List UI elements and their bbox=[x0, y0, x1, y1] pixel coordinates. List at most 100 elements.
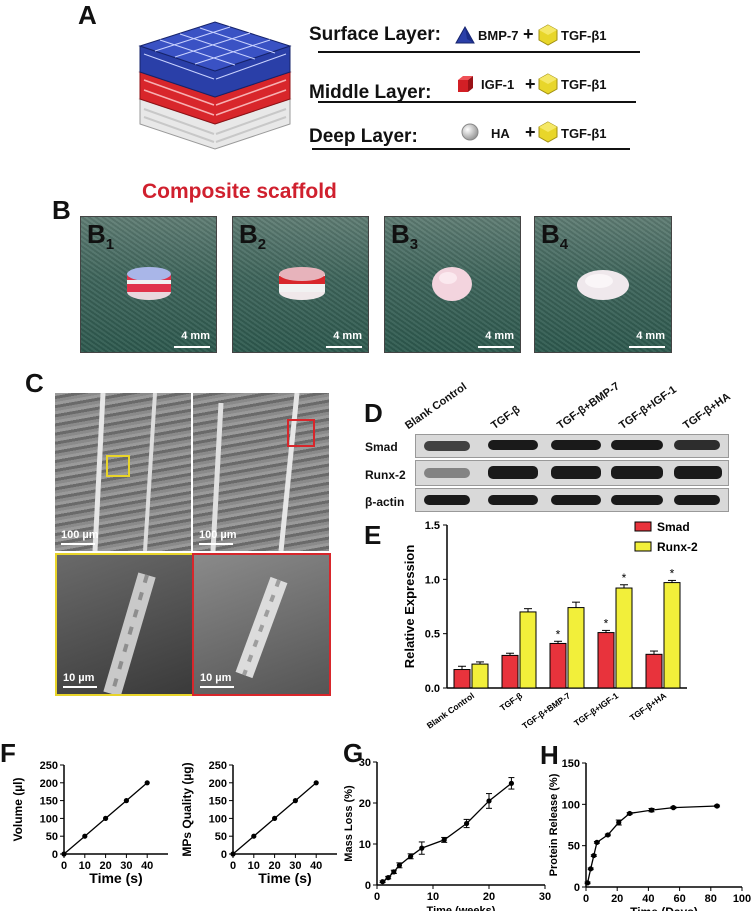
scaffold-sample bbox=[432, 267, 472, 301]
data-point bbox=[441, 837, 447, 843]
x-tick-label: 20 bbox=[268, 860, 280, 872]
x-tick-label: 30 bbox=[289, 860, 301, 872]
data-point bbox=[584, 880, 591, 886]
deep-item-2: TGF-β1 bbox=[561, 126, 607, 141]
blot-bactin bbox=[415, 488, 729, 512]
photo-b3: B3 4 mm bbox=[384, 216, 521, 353]
x-tick-label: 0 bbox=[230, 860, 236, 872]
x-axis-label: Time (weeks) bbox=[427, 905, 496, 911]
x-tick-label: 10 bbox=[79, 860, 91, 872]
photo-label: B3 bbox=[391, 219, 419, 254]
middle-layer-label: Middle Layer: bbox=[309, 82, 432, 103]
data-point bbox=[313, 780, 319, 786]
lane-label-blank: Blank Control bbox=[403, 380, 470, 432]
panel-label-g: G bbox=[343, 738, 364, 768]
y-tick-label: 0.5 bbox=[425, 629, 440, 641]
data-point bbox=[391, 869, 397, 875]
lane-label-igf1: TGF-β+IGF-1 bbox=[617, 383, 679, 432]
x-tick-label: 40 bbox=[642, 893, 654, 905]
scaffold-diagram bbox=[138, 21, 292, 150]
scale-bar bbox=[61, 543, 95, 545]
data-point bbox=[103, 815, 109, 821]
x-tick-label: 30 bbox=[539, 891, 551, 903]
x-tick-label: 40 bbox=[141, 860, 153, 872]
category-label: TGF-β bbox=[498, 690, 524, 713]
x-tick-label: 10 bbox=[427, 891, 439, 903]
y-tick-label: 30 bbox=[359, 757, 371, 769]
x-tick-label: 40 bbox=[310, 860, 322, 872]
row-label-runx2: Runx-2 bbox=[365, 468, 406, 482]
scale-bar bbox=[174, 346, 210, 348]
significance-mark: * bbox=[670, 566, 675, 580]
sem-zoom-2: 10 µm bbox=[192, 553, 331, 696]
x-axis-label: Time (s) bbox=[258, 870, 311, 886]
y-tick-label: 200 bbox=[209, 778, 227, 790]
panel-label-c: C bbox=[25, 368, 44, 398]
scale-bar bbox=[629, 346, 665, 348]
data-point bbox=[61, 851, 67, 857]
y-tick-label: 250 bbox=[209, 760, 227, 772]
y-tick-label: 100 bbox=[40, 813, 58, 825]
data-point bbox=[419, 845, 425, 851]
photo-b1: B1 4 mm bbox=[80, 216, 217, 353]
composite-scaffold-caption: Composite scaffold bbox=[142, 180, 337, 203]
y-axis-label: MPs Quality (µg) bbox=[180, 762, 194, 856]
polygon-icon bbox=[538, 73, 558, 95]
lane-label-tgfb: TGF-β bbox=[489, 403, 523, 432]
data-point bbox=[486, 798, 492, 804]
legend-swatch bbox=[634, 521, 652, 532]
y-tick-label: 200 bbox=[40, 778, 58, 790]
scale-bar bbox=[199, 543, 233, 545]
scale-bar bbox=[63, 686, 97, 688]
photo-label: B2 bbox=[239, 219, 267, 254]
y-tick-label: 20 bbox=[359, 798, 371, 810]
category-label: TGF-β+BMP-7 bbox=[520, 690, 572, 731]
y-axis-label: Mass Loss (%) bbox=[343, 785, 355, 862]
y-tick-label: 50 bbox=[568, 841, 580, 853]
surface-item-1: BMP-7 bbox=[478, 28, 519, 43]
x-tick-label: 20 bbox=[611, 893, 623, 905]
panel-label-a: A bbox=[78, 0, 97, 30]
data-point bbox=[605, 832, 611, 838]
y-tick-label: 100 bbox=[209, 813, 227, 825]
scaffold-sample bbox=[127, 267, 171, 300]
y-tick-label: 0 bbox=[221, 849, 227, 861]
data-point bbox=[594, 839, 600, 845]
x-tick-label: 0 bbox=[374, 891, 380, 903]
photo-b4: B4 4 mm bbox=[534, 216, 672, 353]
deep-item-1: HA bbox=[491, 126, 510, 141]
x-tick-label: 30 bbox=[120, 860, 132, 872]
scale-label: 10 µm bbox=[200, 672, 232, 684]
x-tick-label: 100 bbox=[733, 893, 751, 905]
photo-label: B4 bbox=[541, 219, 569, 254]
y-axis-label: Protein Release (%) bbox=[548, 773, 560, 876]
panel-label-f: F bbox=[0, 738, 16, 768]
cube-icon bbox=[458, 76, 473, 92]
y-tick-label: 10 bbox=[359, 839, 371, 851]
y-tick-label: 100 bbox=[562, 799, 580, 811]
middle-item-2: TGF-β1 bbox=[561, 77, 607, 92]
significance-mark: * bbox=[604, 616, 609, 630]
category-label: TGF-β+HA bbox=[628, 690, 668, 722]
bar-smad bbox=[597, 632, 615, 689]
photo-b2: B2 4 mm bbox=[232, 216, 369, 353]
panel-label-b: B bbox=[52, 195, 71, 225]
middle-item-1: IGF-1 bbox=[481, 77, 515, 92]
surface-layer-label: Surface Layer: bbox=[309, 24, 442, 45]
polygon-icon bbox=[538, 24, 558, 46]
bar-smad bbox=[453, 669, 471, 689]
data-point bbox=[648, 807, 655, 813]
data-point bbox=[385, 875, 391, 881]
row-label-smad: Smad bbox=[365, 440, 398, 454]
surface-plus: + bbox=[523, 24, 534, 44]
bar-runx-2 bbox=[567, 607, 585, 689]
data-point bbox=[396, 862, 402, 868]
bar-runx-2 bbox=[519, 611, 537, 689]
x-tick-label: 0 bbox=[61, 860, 67, 872]
x-axis-label: Time (s) bbox=[89, 870, 142, 886]
x-tick-label: 60 bbox=[673, 893, 685, 905]
y-tick-label: 150 bbox=[40, 796, 58, 808]
